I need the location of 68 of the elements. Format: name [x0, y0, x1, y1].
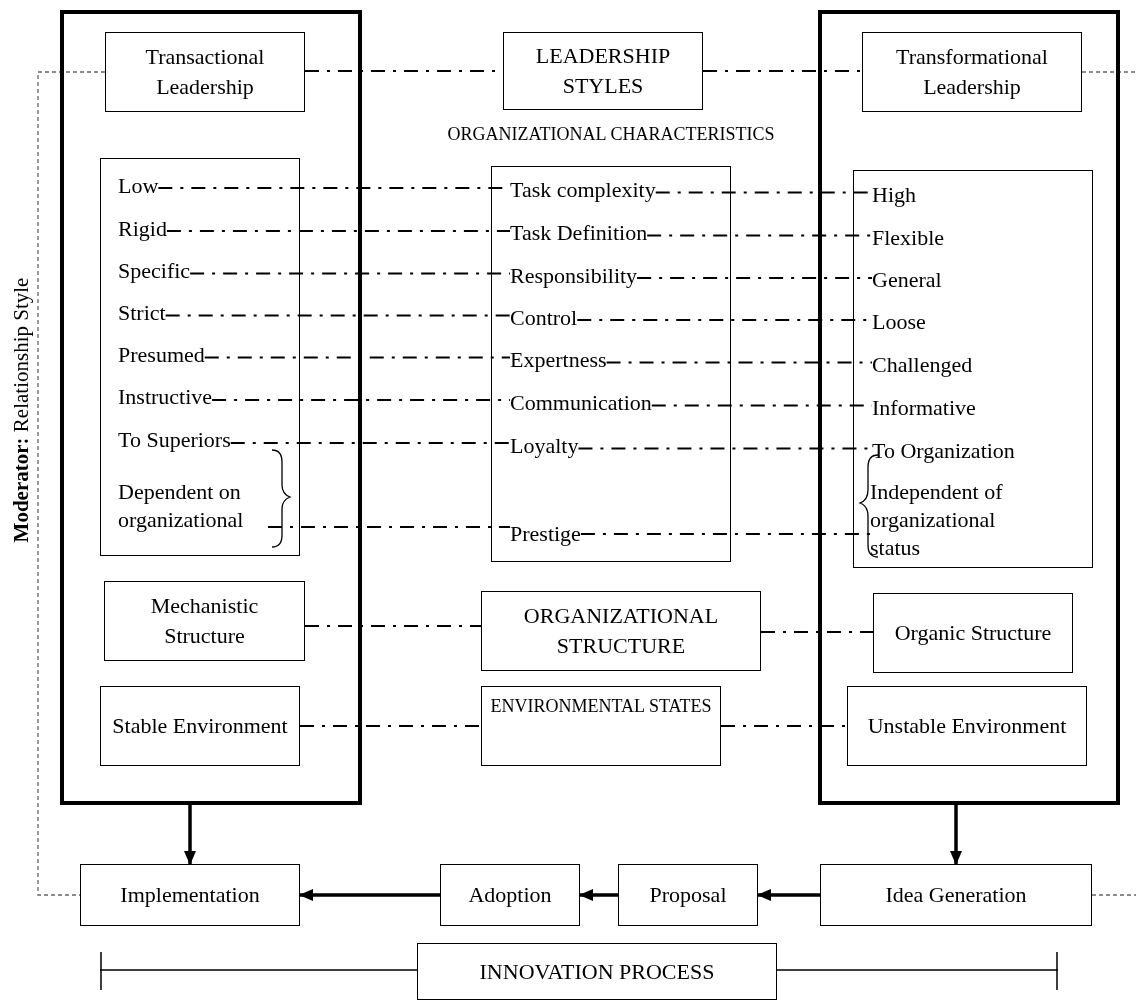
arrow	[299, 889, 440, 901]
list-item: Challenged	[872, 351, 973, 379]
arrow	[950, 805, 962, 865]
list-item: Communication	[510, 389, 652, 417]
connector-line	[230, 441, 510, 445]
list-panel	[853, 170, 1093, 568]
connector-line	[305, 624, 481, 628]
connector-line	[761, 630, 873, 634]
connector-line	[606, 361, 872, 364]
structure-box: Mechanistic Structure	[104, 581, 305, 661]
list-item: General	[872, 266, 942, 294]
list-item: Informative	[872, 394, 976, 422]
environment-box: Stable Environment	[100, 686, 300, 766]
environment-box: ENVIRONMENTAL STATES	[481, 686, 721, 766]
list-item: Flexible	[872, 224, 945, 252]
stage-box: Implementation	[80, 864, 300, 926]
list-item: Task complexity	[510, 176, 656, 204]
connector-line	[647, 234, 872, 237]
list-item: Control	[510, 304, 578, 332]
connector-line	[637, 276, 872, 280]
connector-line	[165, 314, 510, 317]
connector-line	[212, 398, 510, 402]
structure-box: Organic Structure	[873, 593, 1073, 673]
list-item: Strict	[118, 299, 166, 327]
stage-box: INNOVATION PROCESS	[417, 943, 777, 1000]
environment-box: Unstable Environment	[847, 686, 1087, 766]
list-item: To Superiors	[118, 426, 231, 454]
stage-box: Proposal	[618, 864, 758, 926]
connector-line	[703, 69, 862, 73]
axis-side-label: Moderator: Relationship Style	[8, 277, 35, 543]
connector-line	[166, 229, 510, 233]
list-item: Rigid	[118, 215, 167, 243]
list-panel	[100, 158, 300, 556]
list-item: Responsibility	[510, 262, 638, 290]
connector-line	[190, 272, 510, 275]
list-item: Dependent on organizational	[118, 478, 268, 534]
list-item: Instructive	[118, 383, 213, 411]
connector-line	[1091, 894, 1137, 896]
list-item: Specific	[118, 257, 191, 285]
list-item: Expertness	[510, 346, 607, 374]
structure-box: ORGANIZATIONAL STRUCTURE	[481, 591, 761, 671]
list-item: Presumed	[118, 341, 205, 369]
list-item: Low	[118, 172, 159, 200]
style-box: Transactional Leadership	[105, 32, 305, 112]
connector-line	[300, 724, 481, 728]
group-frame	[60, 10, 362, 805]
list-item: Prestige	[510, 520, 581, 548]
connector-line	[268, 525, 510, 529]
stage-box: Adoption	[440, 864, 580, 926]
section-heading: ORGANIZATIONAL CHARACTERISTICS	[447, 123, 775, 146]
stage-box: Idea Generation	[820, 864, 1092, 926]
connector-line	[204, 356, 510, 359]
arrow	[757, 889, 820, 901]
connector-line	[721, 724, 847, 728]
list-item: High	[872, 181, 916, 209]
connector-line	[580, 532, 870, 536]
style-box: Transformational Leadership	[862, 32, 1082, 112]
list-item: Loyalty	[510, 432, 579, 460]
list-item: To Organization	[872, 437, 1015, 465]
list-item: Independent of organizational status	[870, 478, 1040, 562]
arrow	[184, 805, 196, 865]
list-item: Task Definition	[510, 219, 648, 247]
connector-line	[1081, 71, 1137, 73]
arrow	[579, 889, 618, 901]
connector-line	[37, 71, 106, 896]
group-frame	[818, 10, 1120, 805]
list-item: Loose	[872, 308, 926, 336]
style-box: LEADERSHIP STYLES	[503, 32, 703, 110]
